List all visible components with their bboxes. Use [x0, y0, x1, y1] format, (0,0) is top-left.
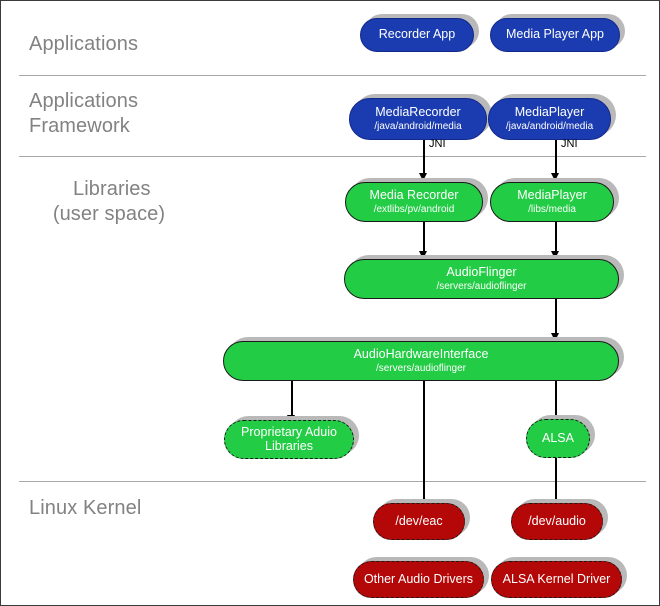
- node-media-recorder-lib[interactable]: Media Recorder /extlibs/pv/android: [345, 182, 483, 222]
- node-mediaplayer-framework-title: MediaPlayer: [514, 105, 585, 120]
- divider-applications-framework: [19, 156, 646, 157]
- node-mediarecorder-framework[interactable]: MediaRecorder /java/android/media: [349, 98, 487, 140]
- node-media-player-app[interactable]: Media Player App: [490, 18, 620, 52]
- node-other-audio-drivers-title: Other Audio Drivers: [363, 571, 474, 586]
- node-mediarecorder-framework-path: /java/android/media: [374, 120, 462, 132]
- node-media-recorder-lib-path: /extlibs/pv/android: [373, 203, 455, 215]
- connector-ahi-to-dev-eac: [423, 373, 425, 503]
- divider-applications: [19, 75, 646, 76]
- divider-linux-kernel: [19, 481, 646, 482]
- connector-mediaplayer-to-lib: [555, 140, 557, 176]
- node-mediaplayer-framework-path: /java/android/media: [505, 120, 594, 132]
- connector-mediaplayerlib-to-audioflinger: [555, 222, 557, 254]
- node-other-audio-drivers[interactable]: Other Audio Drivers: [353, 561, 484, 598]
- node-audioflinger[interactable]: AudioFlinger /servers/audioflinger: [344, 259, 619, 299]
- node-mediaplayer-framework[interactable]: MediaPlayer /java/android/media: [488, 98, 611, 140]
- node-dev-eac-title: /dev/eac: [395, 513, 443, 528]
- layer-label-linux-kernel: Linux Kernel: [29, 497, 142, 519]
- node-alsa-kernel-driver[interactable]: ALSA Kernel Driver: [491, 561, 622, 598]
- node-mediaplayer-lib-path: /libs/media: [528, 203, 576, 215]
- node-recorder-app[interactable]: Recorder App: [360, 18, 474, 52]
- node-alsa-title: ALSA: [542, 430, 574, 445]
- node-dev-audio[interactable]: /dev/audio: [511, 503, 603, 540]
- node-audiohardwareinterface-path: /servers/audioflinger: [375, 362, 467, 374]
- node-recorder-app-title: Recorder App: [378, 27, 456, 42]
- node-mediaplayer-lib[interactable]: MediaPlayer /libs/media: [490, 182, 614, 222]
- node-mediarecorder-framework-title: MediaRecorder: [375, 105, 461, 120]
- node-dev-eac[interactable]: /dev/eac: [373, 503, 465, 540]
- node-media-recorder-lib-title: Media Recorder: [369, 188, 459, 203]
- node-mediaplayer-lib-title: MediaPlayer: [517, 188, 587, 203]
- node-proprietary-audio-libraries-subtitle: Libraries: [265, 438, 313, 453]
- edge-label-jni-player: JNI: [561, 138, 578, 150]
- arrowhead-mediarecorder-to-lib: [419, 173, 427, 181]
- connector-ahi-to-proprietary: [291, 373, 293, 419]
- node-proprietary-audio-libraries[interactable]: Proprietary Aduio Libraries: [224, 420, 354, 459]
- node-proprietary-audio-libraries-title: Proprietary Aduio: [241, 424, 337, 439]
- node-alsa-kernel-driver-title: ALSA Kernel Driver: [502, 571, 611, 586]
- node-audiohardwareinterface-title: AudioHardwareInterface: [353, 347, 489, 362]
- layer-label-libraries: Libraries (user space): [52, 178, 166, 225]
- connector-audioflinger-to-ahi: [555, 299, 557, 337]
- connector-mediarecorder-to-lib: [423, 140, 425, 176]
- node-dev-audio-title: /dev/audio: [528, 513, 586, 528]
- node-audioflinger-title: AudioFlinger: [446, 265, 517, 280]
- node-audiohardwareinterface[interactable]: AudioHardwareInterface /servers/audiofli…: [223, 341, 619, 381]
- node-alsa[interactable]: ALSA: [526, 419, 590, 458]
- layer-label-applications-framework: Applications Framework: [29, 90, 139, 137]
- layer-label-applications: Applications: [29, 33, 139, 55]
- edge-label-jni-recorder: JNI: [429, 138, 446, 150]
- connector-mediarecorderlib-to-audioflinger: [423, 222, 425, 254]
- connector-ahi-to-alsa: [555, 373, 557, 419]
- node-audioflinger-path: /servers/audioflinger: [436, 280, 527, 292]
- connector-alsa-to-dev-audio: [555, 456, 557, 503]
- arrowhead-mediaplayer-to-lib: [551, 173, 559, 181]
- node-media-player-app-title: Media Player App: [506, 27, 604, 42]
